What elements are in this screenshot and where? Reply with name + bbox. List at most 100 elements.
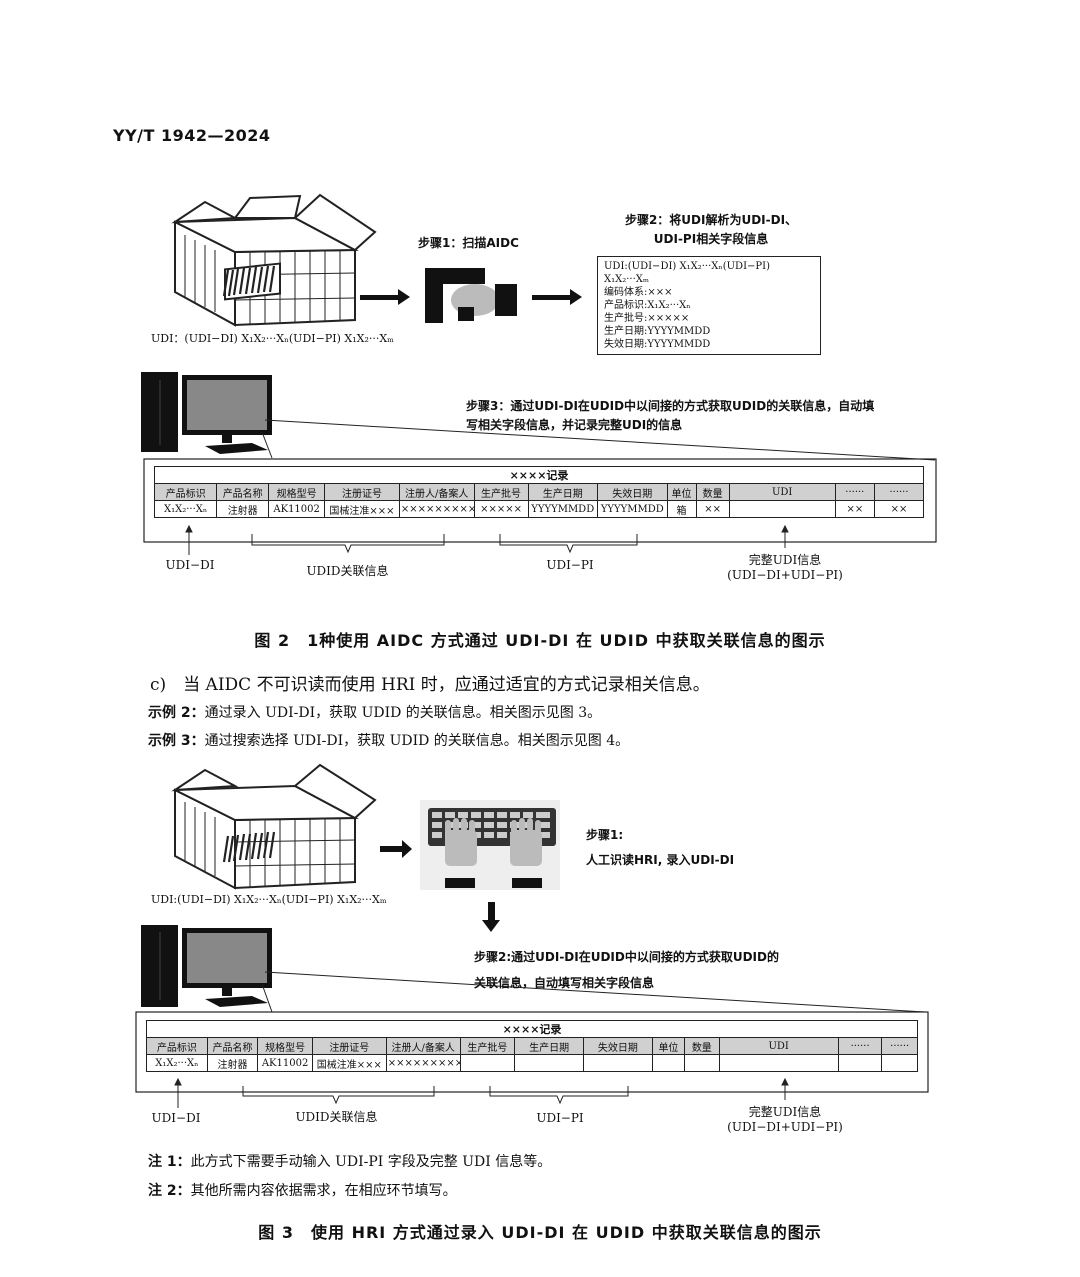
label-udi-di: UDI−DI [165, 558, 215, 572]
table-cell: 国械注准××× [324, 500, 400, 518]
label-full-udi-line: (UDI−DI+UDI−PI) [727, 1120, 843, 1134]
example-text: 通过搜索选择 UDI-DI，获取 UDID 的关联信息。相关图示见图 4。 [204, 733, 630, 749]
step3-line: 写相关字段信息，并记录完整UDI的信息 [466, 418, 683, 432]
step2-label: 步骤2：将UDI解析为UDI-DI、UDI-PI相关字段信息 [624, 213, 798, 246]
table-header-row: 产品标识 产品名称 规格型号 注册证号 注册人/备案人 生产批号 生产日期 失效… [153, 483, 924, 501]
figure-2-caption: 图 2 1种使用 AIDC 方式通过 UDI-DI 在 UDID 中获取关联信息… [254, 631, 826, 650]
label-full-udi-line: 完整UDI信息 [748, 553, 822, 567]
label-udid: UDID关联信息 [306, 564, 389, 578]
standard-number: YY/T 1942—2024 [113, 126, 271, 145]
table-cell: ××××× [473, 500, 529, 518]
udi-line: 产品标识:X₁X₂···Xₙ [604, 300, 691, 311]
example-2: 示例 2：通过录入 UDI-DI，获取 UDID 的关联信息。相关图示见图 3。 [148, 702, 601, 722]
col-header: 数量 [684, 1037, 720, 1055]
figure-2-graphics [141, 193, 937, 555]
col-header: UDI [728, 483, 836, 501]
table-cell: ×× [874, 500, 924, 518]
step2-line: 步骤2:通过UDI-DI在UDID中以间接的方式获取UDID的 [474, 950, 779, 964]
record-table-fig2: ××××记录 产品标识 产品名称 规格型号 注册证号 注册人/备案人 生产批号 … [153, 466, 924, 518]
example-label: 示例 3： [148, 733, 205, 749]
udi-caption: UDI:(UDI−DI) X₁X₂···Xₙ(UDI−PI) X₁X₂···Xₘ [151, 893, 387, 906]
barcode-scanner-icon [425, 268, 517, 323]
label-full-udi: 完整UDI信息 (UDI−DI+UDI−PI) [725, 551, 845, 582]
table-cell: ××××××××× [385, 1054, 461, 1072]
col-header: 生产批号 [473, 483, 529, 501]
label-full-udi-line: (UDI−DI+UDI−PI) [727, 568, 843, 582]
note-label: 注 1： [148, 1154, 191, 1170]
step2-label: 步骤2:通过UDI-DI在UDID中以间接的方式获取UDID的 关联信息，自动填… [474, 944, 779, 996]
table-cell: AK11002 [257, 1054, 313, 1072]
col-header: 数量 [695, 483, 730, 501]
label-udi-pi: UDI−PI [546, 558, 594, 572]
table-cell: YYYYMMDD [527, 500, 599, 518]
col-header: 注册证号 [324, 483, 400, 501]
computer-icon [141, 372, 272, 454]
arrow-down-icon [482, 902, 500, 932]
hand-icon [510, 818, 542, 866]
udi-caption: UDI：(UDI−DI) X₁X₂···Xₙ(UDI−PI) X₁X₂···Xₘ [151, 332, 394, 345]
table-cell: X₁X₂···Xₙ [153, 500, 218, 518]
example-text: 通过录入 UDI-DI，获取 UDID 的关联信息。相关图示见图 3。 [204, 705, 602, 721]
label-full-udi: 完整UDI信息 (UDI−DI+UDI−PI) [725, 1103, 845, 1134]
col-header: 生产日期 [514, 1037, 584, 1055]
computer-icon [141, 925, 272, 1007]
keyboard-icon [420, 800, 560, 890]
table-cell: 国械注准××× [311, 1054, 387, 1072]
col-header: 产品名称 [206, 1037, 259, 1055]
note-text: 其他所需内容依据需求，在相应环节填写。 [190, 1183, 457, 1199]
col-header: 单位 [651, 1037, 686, 1055]
hand-icon [445, 818, 477, 866]
col-header: 产品名称 [216, 483, 270, 501]
col-header: 注册人/备案人 [385, 1037, 461, 1055]
col-header: UDI [718, 1037, 839, 1055]
udi-parse-box: UDI:(UDI−DI) X₁X₂···Xₙ(UDI−PI) X₁X₂···Xₘ… [597, 256, 821, 355]
step1-line: 人工识读HRI, 录入UDI-DI [586, 853, 735, 867]
udi-line: UDI:(UDI−DI) X₁X₂···Xₙ(UDI−PI) X₁X₂···Xₘ [604, 261, 770, 285]
udi-line: 生产批号:××××× [604, 313, 690, 324]
table-title: ××××记录 [146, 1020, 918, 1038]
step3-line: 步骤3：通过UDI-DI在UDID中以间接的方式获取UDID的关联信息，自动填 [466, 399, 875, 413]
table-cell [651, 1054, 686, 1072]
udi-line: 失效日期:YYYYMMDD [604, 339, 711, 350]
col-header: 单位 [666, 483, 697, 501]
record-table-fig3: ××××记录 产品标识 产品名称 规格型号 注册证号 注册人/备案人 生产批号 … [146, 1020, 918, 1072]
table-cell [582, 1054, 653, 1072]
col-header: ······ [881, 1037, 918, 1055]
table-cell [837, 1054, 883, 1072]
note-text: 此方式下需要手动输入 UDI-PI 字段及完整 UDI 信息等。 [190, 1154, 552, 1170]
note-label: 注 2： [148, 1183, 191, 1199]
label-udi-pi: UDI−PI [536, 1111, 584, 1125]
table-row: X₁X₂···Xₙ 注射器 AK11002 国械注准××× ××××××××× … [153, 500, 924, 518]
note-1: 注 1：此方式下需要手动输入 UDI-PI 字段及完整 UDI 信息等。 [148, 1151, 551, 1171]
example-3: 示例 3：通过搜索选择 UDI-DI，获取 UDID 的关联信息。相关图示见图 … [148, 730, 629, 750]
label-udi-di: UDI−DI [151, 1111, 201, 1125]
arrow-right-icon [360, 289, 410, 305]
table-cell [459, 1054, 516, 1072]
col-header: 注册证号 [311, 1037, 387, 1055]
table-cell [718, 1054, 839, 1072]
table-cell [514, 1054, 584, 1072]
table-cell: YYYYMMDD [597, 500, 668, 518]
table-cell: ×× [695, 500, 730, 518]
step1-line: 步骤1: [586, 828, 624, 842]
col-header: 失效日期 [582, 1037, 653, 1055]
col-header: 规格型号 [257, 1037, 313, 1055]
col-header: 产品标识 [153, 483, 218, 501]
udi-line: 编码体系:××× [604, 287, 673, 298]
note-2: 注 2：其他所需内容依据需求，在相应环节填写。 [148, 1180, 457, 1200]
step1-label: 步骤1: 人工识读HRI, 录入UDI-DI [586, 826, 734, 870]
table-row: X₁X₂···Xₙ 注射器 AK11002 国械注准××× ××××××××× [146, 1054, 918, 1072]
table-cell [684, 1054, 720, 1072]
shipping-box-icon [171, 763, 377, 890]
figure-3-caption: 图 3 使用 HRI 方式通过录入 UDI-DI 在 UDID 中获取关联信息的… [258, 1223, 822, 1242]
table-cell: AK11002 [268, 500, 326, 518]
col-header: 产品标识 [146, 1037, 208, 1055]
col-header: 注册人/备案人 [398, 483, 475, 501]
table-cell: X₁X₂···Xₙ [146, 1054, 208, 1072]
table-cell [881, 1054, 918, 1072]
step3-label: 步骤3：通过UDI-DI在UDID中以间接的方式获取UDID的关联信息，自动填 … [466, 397, 874, 435]
label-udid: UDID关联信息 [295, 1110, 378, 1124]
label-full-udi-line: 完整UDI信息 [748, 1105, 822, 1119]
arrow-right-icon [532, 289, 582, 305]
example-label: 示例 2： [148, 705, 205, 721]
